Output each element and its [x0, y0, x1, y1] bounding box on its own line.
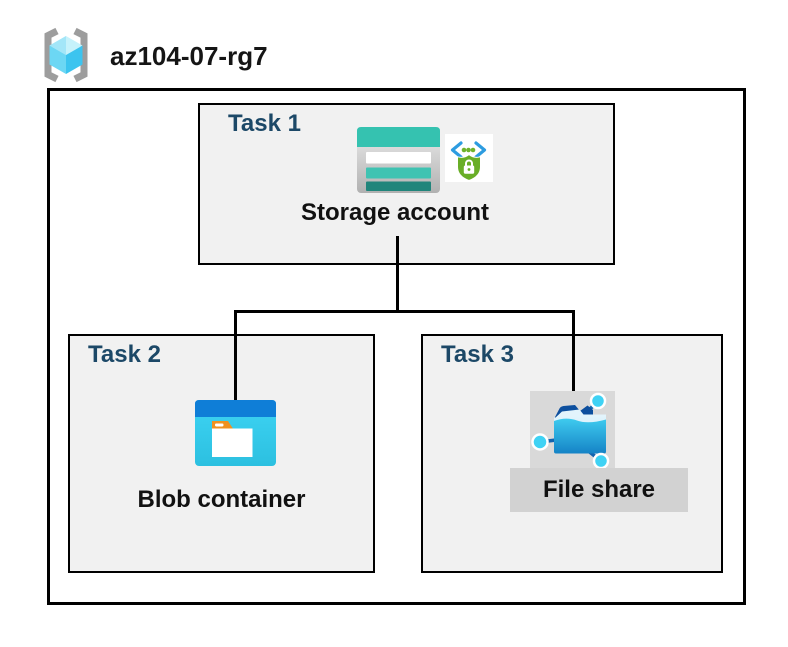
file-share-icon — [530, 391, 615, 470]
connector-to-fileshare — [572, 310, 575, 392]
blob-container-icon — [195, 400, 276, 466]
blob-container-label: Blob container — [137, 486, 306, 513]
file-share-label: File share — [542, 476, 656, 503]
connector-storage-stem — [396, 236, 399, 313]
encryption-scope-icon — [445, 134, 493, 182]
task3-label: Task 3 — [441, 341, 514, 368]
connector-to-blob — [234, 310, 237, 401]
task1-label: Task 1 — [228, 110, 301, 137]
task2-label: Task 2 — [88, 341, 161, 368]
resource-group-title: az104-07-rg7 — [110, 41, 268, 71]
file-share-label-background: File share — [510, 468, 688, 512]
storage-account-label: Storage account — [300, 199, 490, 226]
resource-group-icon — [38, 24, 94, 86]
connector-horizontal — [234, 310, 575, 313]
storage-account-icon — [357, 127, 440, 193]
